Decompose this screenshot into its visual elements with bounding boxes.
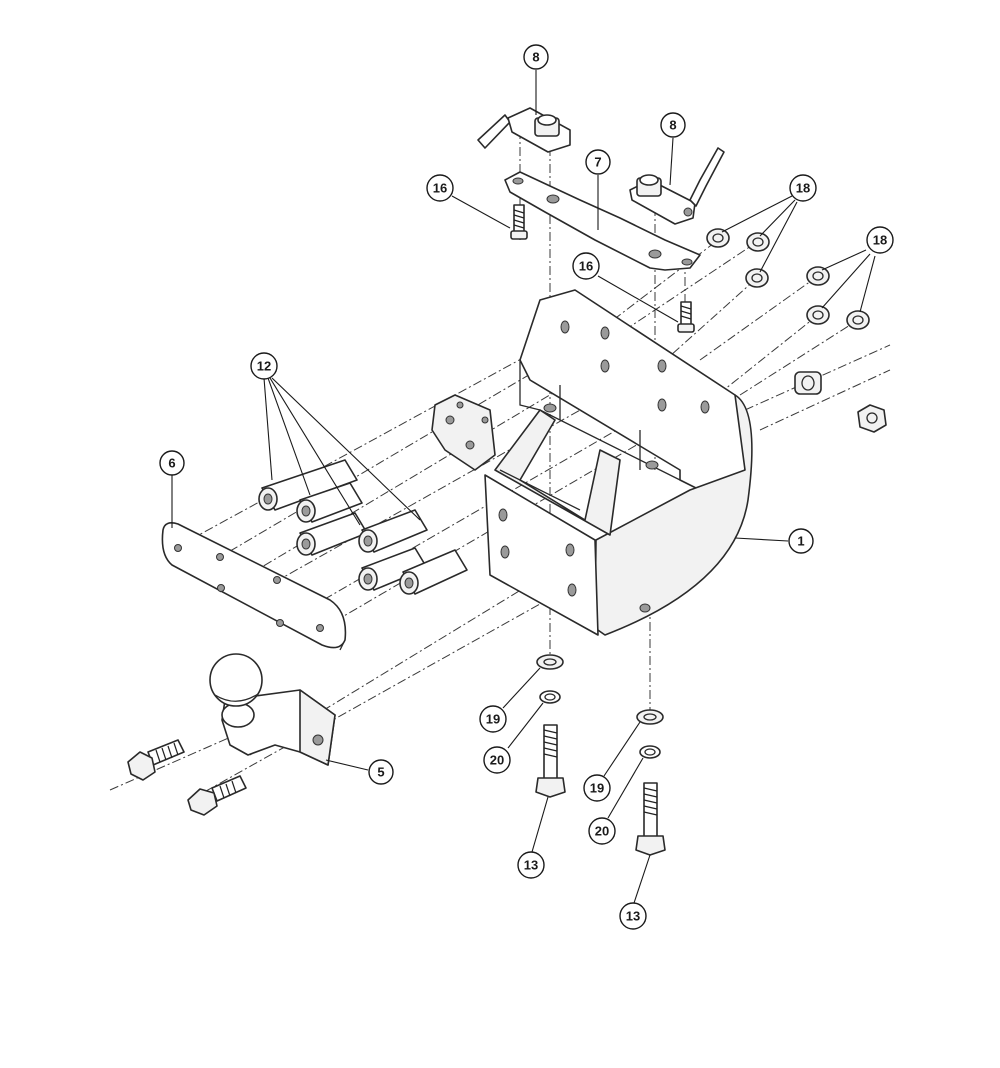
callout-7: 7 (585, 149, 611, 175)
bolt-right (635, 782, 666, 856)
callout-label: 13 (524, 858, 538, 873)
top-strap-bracket (504, 171, 701, 271)
callout-label: 1 (797, 534, 804, 549)
callout-label: 18 (873, 233, 887, 248)
callout-8-top-left: 8 (523, 44, 549, 70)
tow-ball-hitch (209, 653, 336, 766)
callout-label: 13 (626, 909, 640, 924)
spacer-tubes (258, 459, 468, 595)
nut-group (706, 228, 887, 433)
callout-16-right: 16 (572, 252, 600, 280)
main-bracket-housing (484, 289, 753, 636)
callout-label: 19 (590, 781, 604, 796)
washer-left (536, 654, 564, 670)
callout-5: 5 (368, 759, 394, 785)
callout-18-lower: 18 (866, 226, 894, 254)
lock-washer-right (639, 745, 661, 759)
callout-label: 20 (595, 824, 609, 839)
callout-1: 1 (788, 528, 814, 554)
callout-20-left: 20 (483, 746, 511, 774)
bolt-left (535, 724, 566, 798)
nut (806, 266, 830, 286)
callout-label: 16 (579, 259, 593, 274)
spacer-tube (296, 512, 368, 556)
connector-bracket-right (629, 147, 725, 225)
callout-13-left: 13 (517, 851, 545, 879)
callout-label: 8 (669, 118, 676, 133)
callout-19-left: 19 (479, 705, 507, 733)
callout-20-right: 20 (588, 817, 616, 845)
callout-label: 5 (377, 765, 384, 780)
small-screw-left (510, 204, 528, 240)
callout-label: 19 (486, 712, 500, 727)
hitch-bolt-upper (127, 739, 185, 781)
side-mounting-plate (431, 394, 496, 471)
callout-16-left: 16 (426, 174, 454, 202)
nut (806, 305, 830, 325)
spacer-tube (358, 547, 428, 591)
washer-right (636, 709, 664, 725)
callout-label: 18 (796, 181, 810, 196)
hex-nut-large (857, 404, 887, 433)
lock-washer-left (539, 690, 561, 704)
spacer-tube (296, 482, 363, 523)
callout-label: 12 (257, 359, 271, 374)
callout-6: 6 (159, 450, 185, 476)
callout-19-right: 19 (583, 774, 611, 802)
callout-13-right: 13 (619, 902, 647, 930)
small-screw-right (677, 301, 695, 333)
nut (745, 268, 769, 288)
callout-label: 8 (532, 50, 539, 65)
spacer-tube (258, 459, 358, 511)
callout-label: 6 (168, 456, 175, 471)
nut (846, 310, 870, 330)
connector-bracket-left (477, 107, 571, 153)
callout-label: 20 (490, 753, 504, 768)
leader-lines (171, 70, 876, 904)
spacer-tube (358, 509, 428, 553)
nut (746, 232, 770, 252)
spacer-tube (399, 549, 468, 595)
callout-12: 12 (250, 352, 278, 380)
nut (706, 228, 730, 248)
callout-8-top-right: 8 (660, 112, 686, 138)
spacer-sleeve (794, 371, 822, 395)
callout-18-upper: 18 (789, 174, 817, 202)
hitch-bolt-lower (187, 775, 247, 816)
callout-label: 7 (594, 155, 601, 170)
callout-label: 16 (433, 181, 447, 196)
